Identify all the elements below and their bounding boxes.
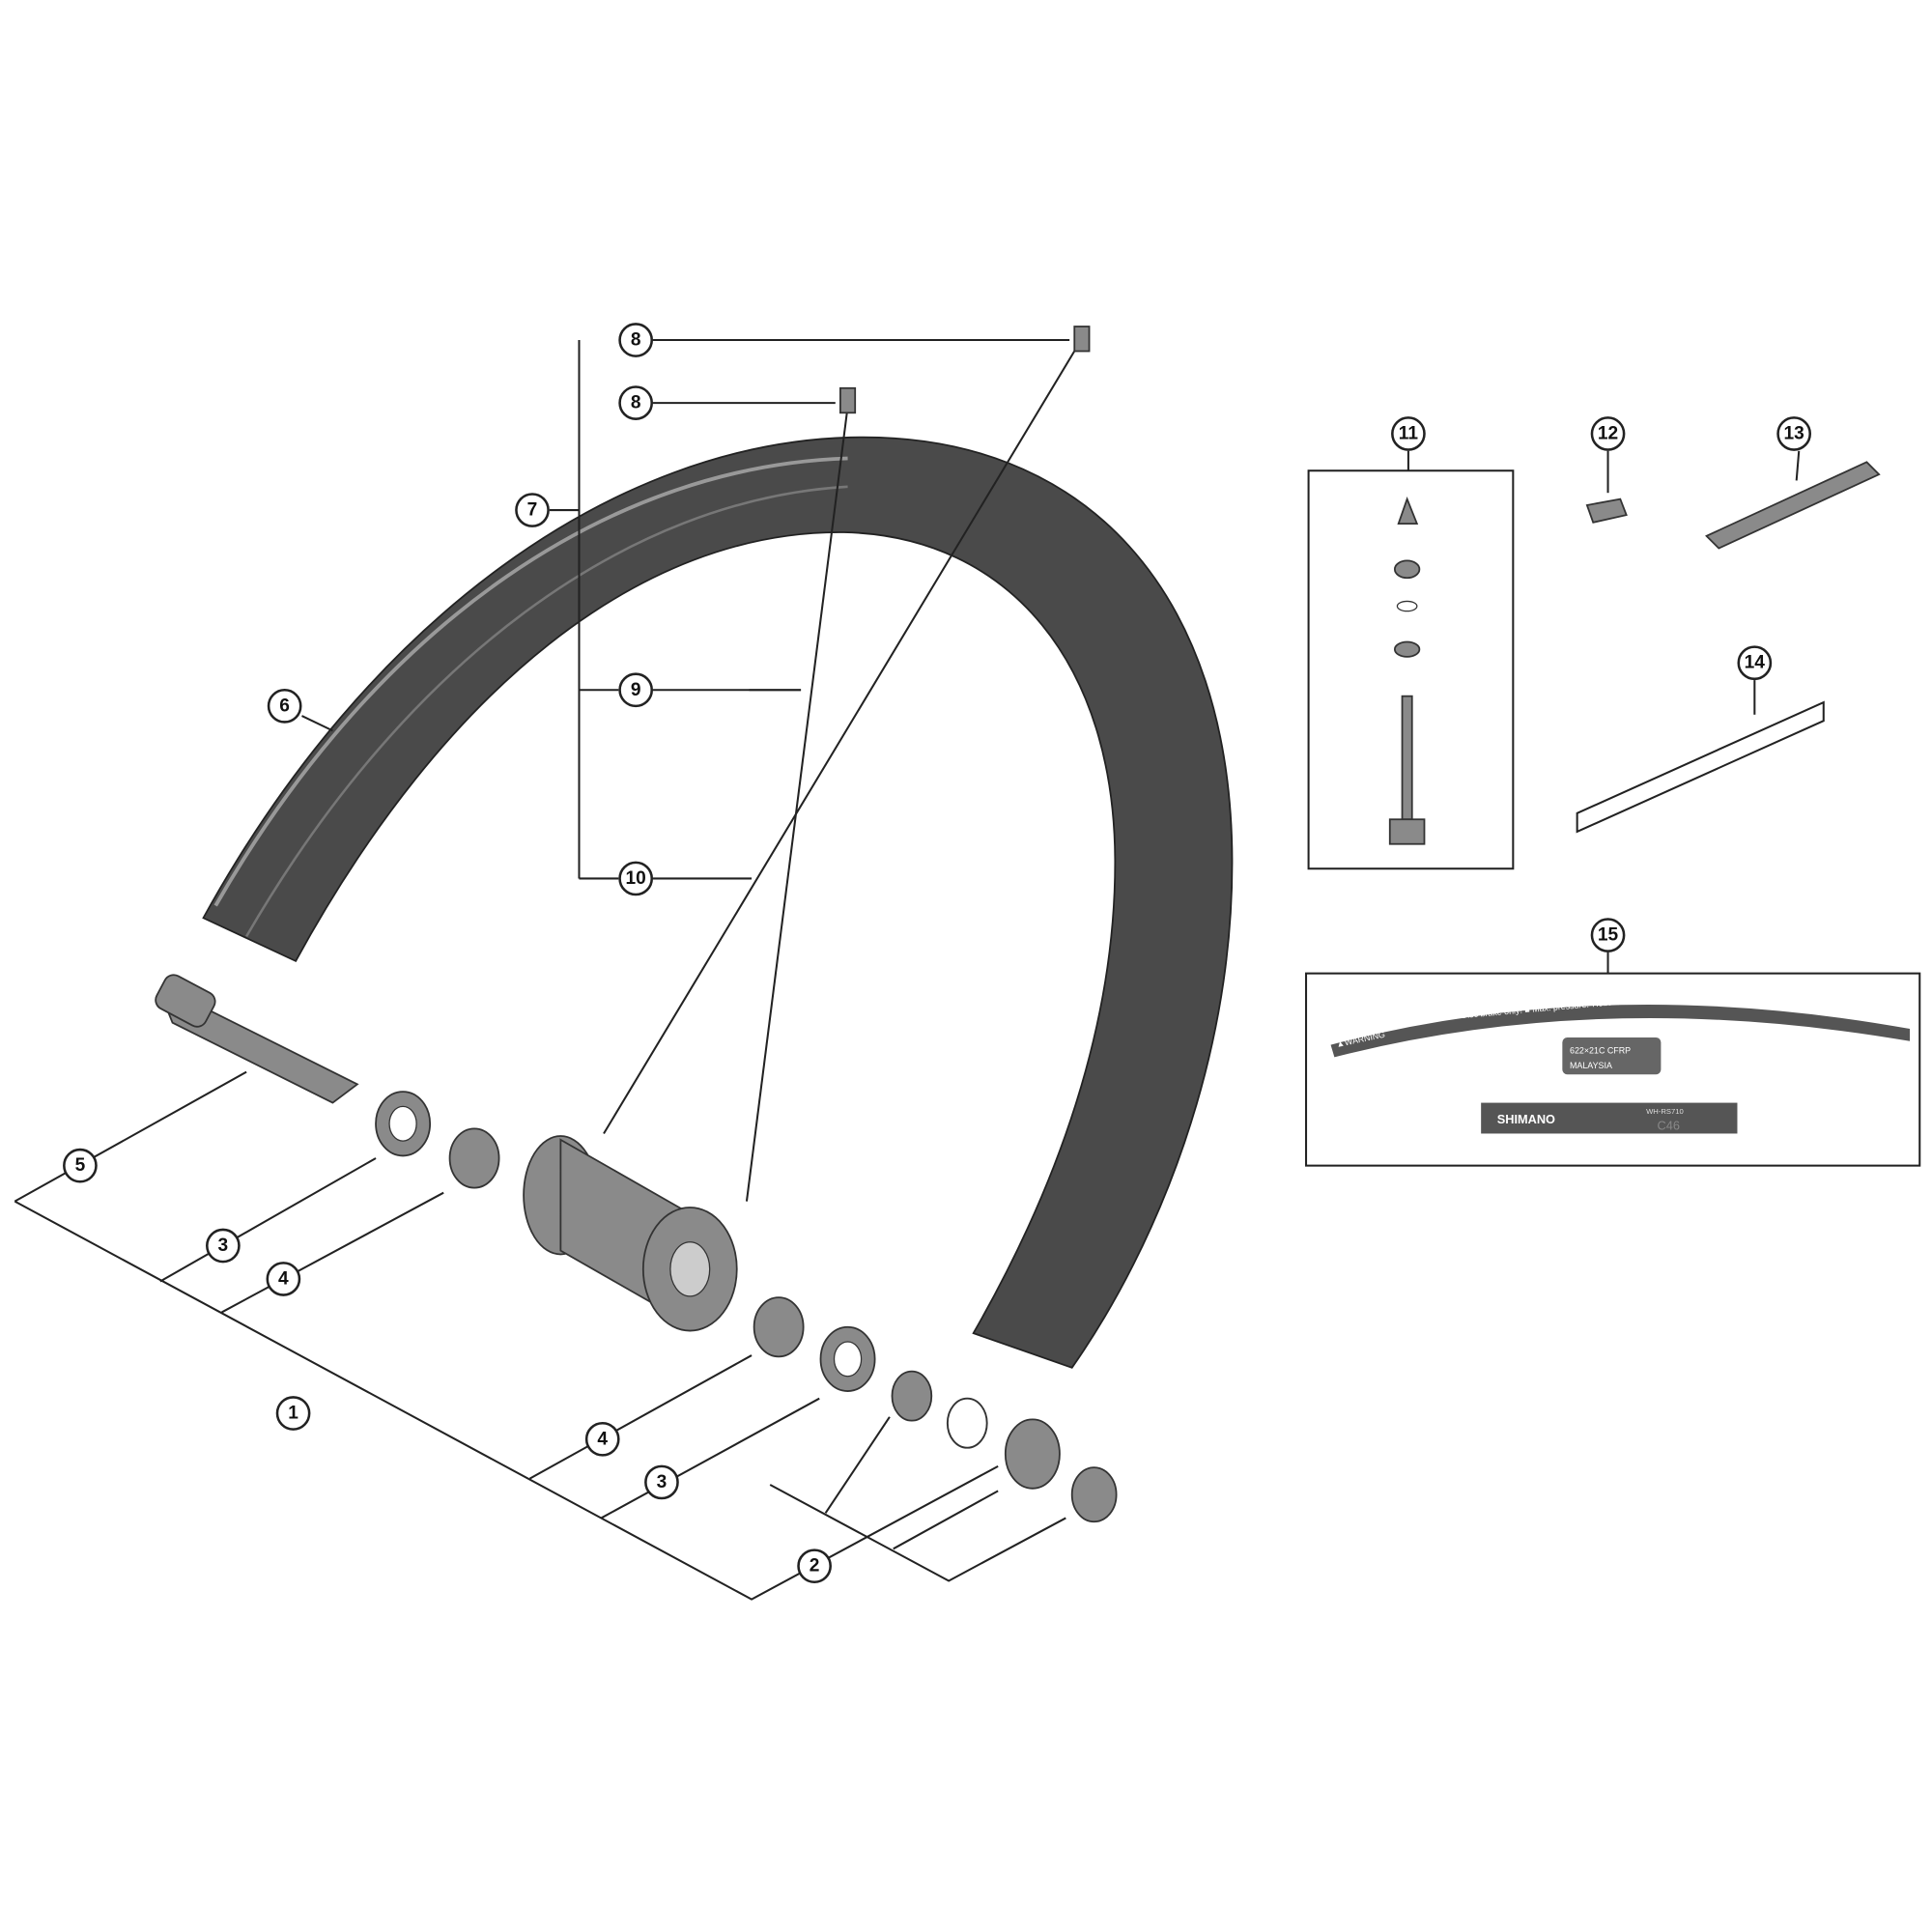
callout-2: 2	[797, 1548, 832, 1584]
rim	[202, 436, 1234, 1369]
decal-brand: SHIMANO	[1497, 1112, 1555, 1126]
svg-text:3: 3	[218, 1236, 229, 1256]
svg-text:1: 1	[288, 1404, 298, 1424]
svg-text:4: 4	[278, 1268, 289, 1289]
svg-text:5: 5	[75, 1155, 86, 1176]
decal-size: 622×21C CFRP	[1570, 1046, 1631, 1056]
callout-13: 13	[1776, 416, 1811, 451]
svg-text:13: 13	[1784, 423, 1804, 443]
svg-text:3: 3	[657, 1472, 668, 1492]
rim-tape	[1576, 700, 1825, 834]
svg-text:9: 9	[631, 680, 641, 700]
callout-9: 9	[618, 672, 654, 708]
spoke-nipple	[839, 386, 857, 414]
callout-1: 1	[275, 1396, 311, 1431]
callout-12: 12	[1590, 416, 1626, 451]
callout-4a: 4	[266, 1262, 301, 1296]
callout-15: 15	[1590, 918, 1626, 952]
svg-text:8: 8	[631, 330, 641, 351]
svg-text:7: 7	[527, 500, 538, 521]
svg-text:10: 10	[626, 868, 646, 889]
decal-model-sub: C46	[1658, 1119, 1680, 1133]
svg-text:11: 11	[1399, 423, 1419, 443]
svg-text:4: 4	[597, 1429, 608, 1449]
hub-assembly	[155, 974, 1118, 1523]
callout-3a: 3	[206, 1228, 241, 1264]
callout-6: 6	[267, 689, 302, 724]
callout-8b: 8	[618, 385, 654, 420]
callout-10: 10	[618, 861, 654, 896]
callout-4b: 4	[584, 1421, 620, 1457]
decal-origin: MALAYSIA	[1570, 1061, 1612, 1070]
svg-text:8: 8	[631, 393, 641, 413]
leader-lines	[14, 339, 1921, 1601]
callout-7: 7	[515, 493, 550, 527]
svg-text:14: 14	[1745, 653, 1766, 673]
svg-text:12: 12	[1598, 423, 1618, 443]
svg-text:2: 2	[810, 1556, 820, 1577]
decal-set: ▲WARNING ■ Disc brake only! ■ Max. press…	[1330, 994, 1911, 1134]
spoke-nipple	[1073, 326, 1091, 353]
valve-parts	[1388, 497, 1426, 845]
spokes	[603, 326, 1091, 1202]
callout-8a: 8	[618, 323, 654, 357]
callout-3b: 3	[644, 1464, 679, 1500]
svg-text:15: 15	[1598, 925, 1619, 946]
decal-model: WH-RS710	[1646, 1107, 1684, 1116]
callout-5: 5	[63, 1148, 98, 1183]
callout-11: 11	[1391, 416, 1426, 451]
svg-text:6: 6	[279, 696, 290, 716]
rim-nut	[1585, 497, 1628, 524]
callout-14: 14	[1737, 645, 1773, 681]
spoke-wrench	[1705, 461, 1881, 550]
